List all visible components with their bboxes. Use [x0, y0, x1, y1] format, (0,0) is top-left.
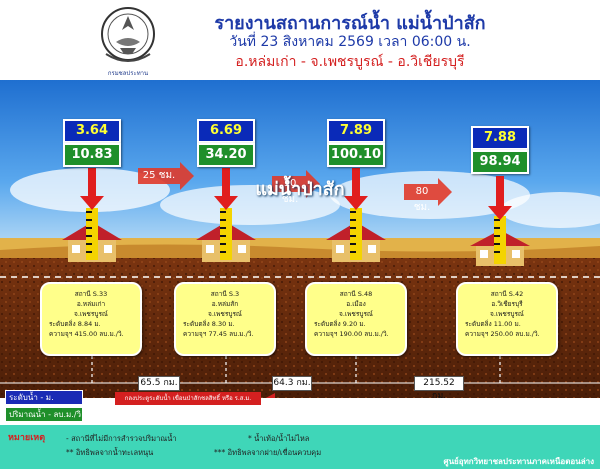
logo-caption: กรมชลประทาน [107, 70, 149, 77]
station-capacity: ความจุฯ 190.00 ลบ.ม./วิ. [314, 330, 389, 338]
river-scene: แม่น้ำป่าสัก 3.64 10.83 6.69 34.20 7.89 … [0, 80, 600, 398]
station-district: อ.วิเชียรบุรี [491, 300, 523, 308]
note-arrow-icon [265, 393, 275, 398]
station-4-card: สถานี S.42 อ.วิเชียรบุรี จ.เพชรบูรณ์ ระด… [456, 282, 558, 356]
gate-note: กลงประตูระดับน้ำ เขื่อนป่าสักชลสิทธิ์ หร… [115, 392, 261, 405]
station-3-card: สถานี S.48 อ.เมือง จ.เพชรบูรณ์ ระดับตลิ่… [305, 282, 407, 356]
footer-note-1: - สถานีที่ไม่มีการสำรวจปริมาณน้ำ [66, 434, 177, 443]
station-2-level: 6.69 [197, 119, 255, 143]
station-2-flow: 34.20 [197, 143, 255, 167]
footer-center-name: ศูนย์อุทกวิทยาชลประทานภาคเหนือตอนล่าง [443, 457, 594, 466]
station-2-card: สถานี S.3 อ.หล่มสัก จ.เพชรบูรณ์ ระดับตลิ… [174, 282, 276, 356]
station-4-level: 7.88 [471, 126, 529, 150]
travel-time-2: 10 ชม. [281, 178, 299, 205]
department-logo-icon [101, 7, 155, 62]
station-capacity: ความจุฯ 415.00 ลบ.ม./วิ. [49, 330, 124, 338]
legend-flow: ปริมาณน้ำ - ลบ.ม./วิ [5, 407, 83, 422]
station-bank-level: ระดับตลิ่ง 11.00 ม. [465, 320, 521, 328]
footer-note-2: * น้ำเท้อ/น้ำไม่ไหล [248, 434, 310, 443]
station-1-level: 3.64 [63, 119, 121, 143]
travel-time-3: 80 ชม. [413, 186, 431, 213]
footer-note-3: ** อิทธิพลจากน้ำทะเลหนุน [66, 448, 154, 457]
legend-level: ระดับน้ำ - ม. (ร.ส.ม.) [5, 390, 83, 415]
station-province: จ.เพชรบูรณ์ [490, 310, 524, 318]
up-arrow-icon [86, 348, 506, 356]
travel-arrow-icon [138, 162, 452, 206]
river-name: แม่น้ำป่าสัก [255, 179, 345, 200]
gauge-house-icon [326, 208, 386, 262]
distance-3: 215.52 กม. [414, 376, 464, 398]
msl-note: ร.ส.ม. = ระดับสมมุติ [505, 405, 579, 414]
station-province: จ.เพชรบูรณ์ [208, 310, 242, 318]
station-code: สถานี S.3 [210, 290, 240, 298]
station-code: สถานี S.48 [339, 290, 373, 298]
station-province: จ.เพชรบูรณ์ [339, 310, 373, 318]
down-arrow-icon [80, 168, 512, 220]
station-district: อ.เมือง [346, 300, 366, 308]
report-title: รายงานสถานการณ์น้ำ แม่น้ำป่าสัก [214, 13, 486, 34]
station-code: สถานี S.42 [490, 290, 524, 298]
station-capacity: ความจุฯ 250.00 ลบ.ม./วิ. [465, 330, 540, 338]
station-bank-level: ระดับตลิ่ง 8.30 ม. [183, 320, 235, 328]
station-3-flow: 100.10 [327, 143, 385, 167]
station-bank-level: ระดับตลิ่ง 9.20 ม. [314, 320, 366, 328]
river-distance-label: ระยะทางตามลำน้ำ [296, 405, 362, 414]
distance-2: 64.3 กม. [272, 376, 312, 391]
report-date: วันที่ 23 สิงหาคม 2569 เวลา 06:00 น. [229, 34, 471, 50]
station-1-flow: 10.83 [63, 143, 121, 167]
station-district: อ.หล่มสัก [211, 300, 239, 308]
station-code: สถานี S.33 [74, 290, 108, 298]
gauge-houses [62, 162, 530, 398]
footer-label: หมายเหตุ [8, 433, 46, 443]
gauge-house-icon [196, 208, 256, 262]
footer-note-4: *** อิทธิพลจากฝาย/เขื่อนควบคุม [214, 448, 322, 457]
report-header: กรมชลประทาน รายงานสถานการณ์น้ำ แม่น้ำป่า… [0, 0, 600, 80]
gauge-house-icon [62, 208, 122, 262]
station-1-card: สถานี S.33 อ.หล่มเก่า จ.เพชรบูรณ์ ระดับต… [40, 282, 142, 356]
station-capacity: ความจุฯ 77.45 ลบ.ม./วิ. [183, 330, 254, 338]
station-3-level: 7.89 [327, 119, 385, 143]
station-district: อ.หล่มเก่า [76, 300, 106, 308]
distance-1: 65.5 กม. [138, 376, 180, 391]
report-location: อ.หล่มเก่า - จ.เพชรบูรณ์ - อ.วิเชียรบุรี [235, 54, 465, 70]
station-4-flow: 98.94 [471, 150, 529, 174]
gauge-house-icon [470, 216, 530, 266]
station-bank-level: ระดับตลิ่ง 8.84 ม. [49, 320, 101, 328]
station-province: จ.เพชรบูรณ์ [74, 310, 108, 318]
footer-notes: หมายเหตุ - สถานีที่ไม่มีการสำรวจปริมาณน้… [0, 425, 600, 469]
travel-time-1: 25 ชม. [142, 170, 176, 181]
